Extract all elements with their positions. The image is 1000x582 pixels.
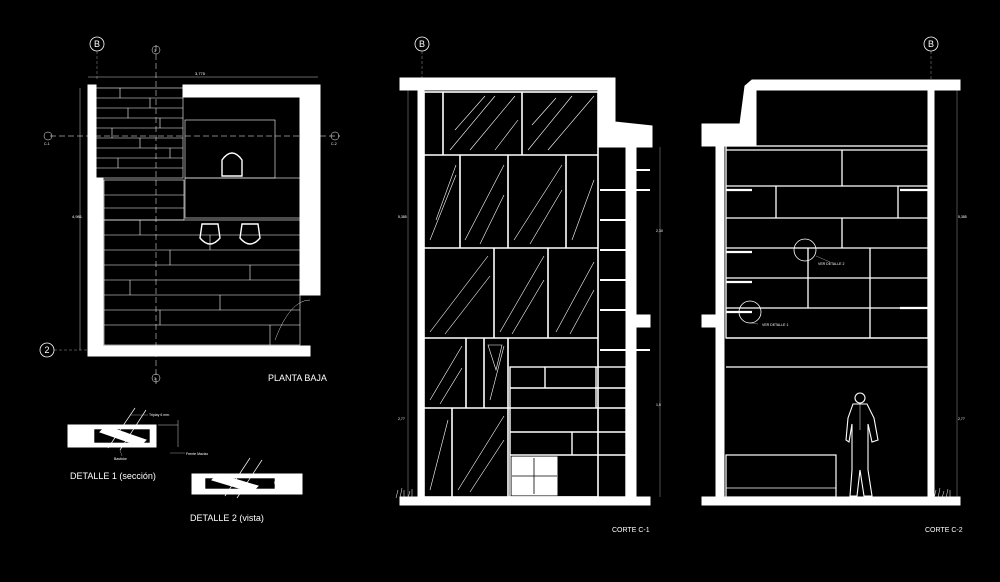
c1-dim-total: 5,385 [398, 215, 407, 219]
c2-dim-lower: 2,77 [958, 417, 965, 421]
section-c1-title: CORTE C-1 [612, 527, 650, 534]
grid-label-b-plan: B [94, 39, 100, 49]
section-mark-c1: C-1 [44, 142, 50, 146]
c1-dim-lower: 2,77 [398, 417, 405, 421]
plan-view [39, 36, 340, 385]
section-c1 [395, 36, 661, 506]
detail-1-labels: Triplay 6 mm. Bastidor Frente Macizo DET… [70, 413, 208, 481]
section-c2 [701, 36, 961, 506]
detail1-title: DETALLE 1 (sección) [70, 471, 156, 481]
detail2-label-frente: Frente Macizo [274, 481, 296, 485]
human-figure [845, 392, 879, 497]
plan-labels: B 2 3,775 4,981 C-1 C-2 3 3 PLANTA BAJA [44, 39, 337, 383]
grid-label-b-c1: B [419, 39, 425, 49]
section-mark-c2: C-2 [331, 142, 337, 146]
c2-dim-total: 5,385 [958, 215, 967, 219]
detail1-label-bastidor: Bastidor [114, 457, 128, 461]
detail-2 [191, 457, 303, 499]
section-c2-title: CORTE C-2 [925, 527, 963, 534]
plan-title: PLANTA BAJA [268, 373, 327, 383]
section-mark-top: 3 [154, 49, 156, 53]
c2-callout-detail1: VER DETALLE 1 [762, 323, 788, 327]
section-mark-bottom: 3 [154, 377, 156, 381]
plan-dim-width: 3,775 [195, 71, 206, 76]
section-c1-labels: B 5,385 2,77 2,30 1,5 CORTE C-1 [398, 39, 663, 534]
detail2-title: DETALLE 2 (vista) [190, 513, 264, 523]
detail-2-labels: Frente Macizo DETALLE 2 (vista) [190, 481, 296, 523]
detail1-label-frente: Frente Macizo [186, 452, 208, 456]
c1-dim-mid: 2,30 [656, 229, 663, 233]
grid-label-2: 2 [44, 345, 49, 355]
section-c2-labels: B 5,385 2,77 VER DETALLE 2 VER DETALLE 1… [762, 39, 967, 534]
detail-1 [67, 407, 185, 457]
c1-dim-low2: 1,5 [656, 403, 661, 407]
plan-dim-height: 4,981 [72, 214, 83, 219]
c2-callout-detail2: VER DETALLE 2 [818, 262, 844, 266]
grid-label-b-c2: B [928, 39, 934, 49]
detail1-label-triplay: Triplay 6 mm. [149, 413, 170, 417]
